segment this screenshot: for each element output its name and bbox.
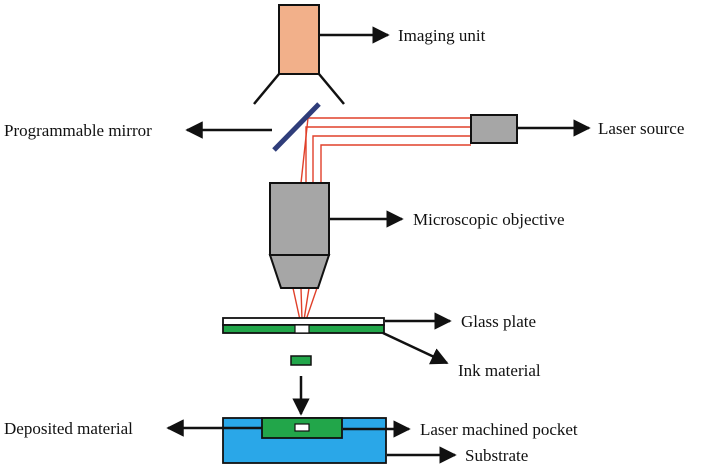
- imaging-unit: Imaging unit: [253, 4, 486, 105]
- substrate-label: Substrate: [465, 446, 528, 465]
- laser-beam: [320, 144, 471, 183]
- microscopic-objective: Microscopic objective: [268, 182, 565, 289]
- objective-cone: [268, 254, 331, 289]
- programmable-mirror-label: Programmable mirror: [4, 121, 152, 140]
- objective-body: [269, 182, 330, 256]
- laser-source-box: [470, 114, 518, 144]
- droplet: [290, 355, 312, 366]
- imaging-unit-label: Imaging unit: [398, 26, 486, 45]
- laser-beams: [292, 117, 471, 321]
- ink-material-label: Ink material: [458, 361, 541, 380]
- laser-source: Laser source: [470, 114, 684, 144]
- laser-source-label: Laser source: [598, 119, 684, 138]
- laser-beam: [305, 126, 471, 183]
- deposited-material-label: Deposited material: [4, 419, 133, 438]
- laser-beam: [312, 135, 471, 183]
- laser-beam: [300, 117, 471, 184]
- programmable-mirror: Programmable mirror: [4, 102, 321, 152]
- mirror-bar: [272, 102, 321, 152]
- imaging-unit-body: [278, 4, 320, 75]
- ejected-droplet: [290, 355, 312, 416]
- laser-machined-pocket: [294, 423, 310, 432]
- microscopic-objective-label: Microscopic objective: [413, 210, 565, 229]
- focused-beam: [303, 287, 310, 321]
- glass-plate: [222, 317, 385, 326]
- focused-beam: [292, 287, 301, 321]
- laser-machined-pocket-label: Laser machined pocket: [420, 420, 578, 439]
- glass-plate-label: Glass plate: [461, 312, 536, 331]
- substrate-assembly: Deposited material Laser machined pocket…: [4, 417, 578, 465]
- ink-material-arrow: [382, 331, 449, 365]
- imaging-unit-left-leg: [253, 73, 280, 105]
- glass-plate-assembly: Glass plate Ink material: [222, 312, 541, 380]
- focused-beam: [300, 287, 303, 321]
- focused-beam: [305, 287, 318, 321]
- imaging-unit-right-leg: [318, 73, 345, 105]
- ink-gap: [294, 324, 310, 334]
